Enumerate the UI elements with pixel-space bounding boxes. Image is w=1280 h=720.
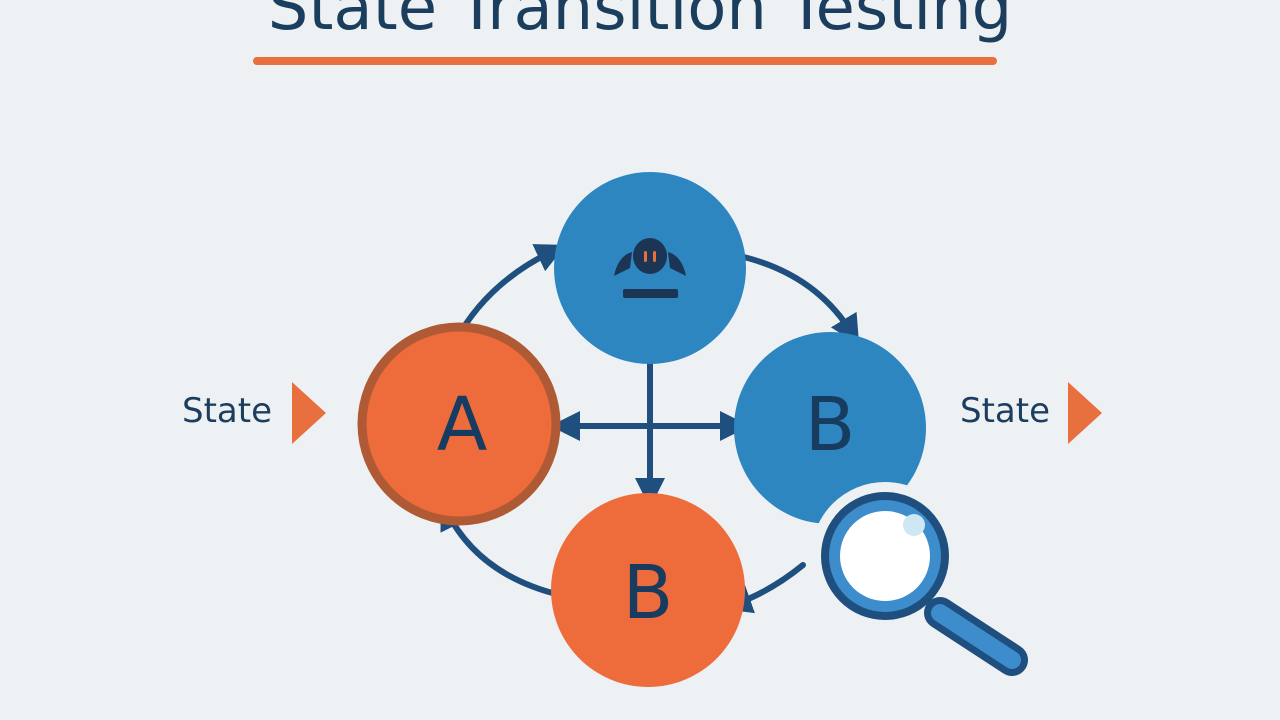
transition-arrow-top-to-b: [732, 252, 860, 346]
state-label-left: State: [182, 391, 272, 431]
node-b-right-letter: B: [804, 382, 856, 468]
robot-icon: [614, 238, 686, 298]
play-triangle-left-icon: [292, 382, 326, 444]
title-underline: [253, 57, 997, 65]
node-a-letter: A: [436, 382, 488, 468]
magnifying-glass-icon: [811, 482, 1028, 676]
state-node-b-right: [734, 332, 926, 524]
state-node-a: [357, 322, 561, 526]
state-node-b-bottom: [551, 493, 745, 687]
state-label-right: State: [960, 391, 1050, 431]
play-triangle-right-icon: [1068, 382, 1102, 444]
page-title: State Transition Testing: [267, 0, 1013, 45]
node-b-bottom-letter: B: [622, 550, 674, 636]
